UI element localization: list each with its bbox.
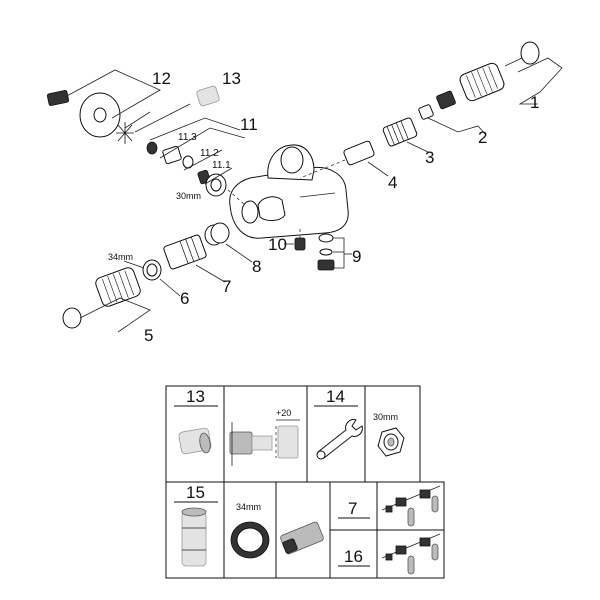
callout-3: 3: [425, 148, 434, 167]
part-5-handle: [62, 267, 151, 333]
table-coupler-icon: [181, 507, 207, 567]
callout-10: 10: [268, 235, 287, 254]
callout-13: 13: [222, 69, 241, 88]
accessory-table: 13 14 +20 30mm 15 34mm 7 16: [165, 385, 445, 579]
table-ring-size: 34mm: [236, 502, 261, 512]
callout-1: 1: [530, 93, 539, 112]
callout-8: 8: [252, 257, 261, 276]
table-label-16: 16: [344, 547, 363, 566]
callout-7: 7: [222, 277, 231, 296]
part-9-set: [317, 233, 352, 271]
callout-5: 5: [144, 326, 153, 345]
table-thermostat-icon-16: [381, 533, 441, 575]
callout-11-1: 11.1: [212, 160, 231, 171]
callout-11-3: 11.3: [178, 132, 197, 143]
callout-11-2: 11.2: [200, 148, 219, 159]
table-label-15: 15: [186, 483, 205, 502]
table-sleeve-icon: [178, 427, 212, 455]
part-1-handle: [459, 41, 563, 105]
part-12-knob: [46, 69, 161, 144]
part-13-sleeve: [134, 85, 220, 133]
table-label-13: 13: [186, 387, 205, 406]
size-30mm: 30mm: [176, 191, 201, 201]
table-wrench-icon: [316, 419, 363, 460]
callout-9: 9: [352, 247, 361, 266]
callout-12: 12: [152, 69, 171, 88]
size-34mm: 34mm: [108, 252, 133, 262]
table-thermostat-icon-7: [381, 485, 441, 527]
callout-4: 4: [388, 173, 397, 192]
table-extension-icon: [229, 419, 300, 466]
part-11-set: [146, 117, 246, 206]
part-6-ring: [123, 259, 181, 297]
part-10-plug: [284, 228, 306, 251]
table-nut-size: 30mm: [373, 412, 398, 422]
callout-11: 11: [240, 115, 258, 134]
table-cartridge-icon: [280, 521, 324, 555]
part-8-nut: [204, 222, 253, 263]
part-3-cartridge: [382, 117, 429, 153]
callout-2: 2: [478, 128, 487, 147]
table-label-7: 7: [348, 499, 357, 518]
table-ring-icon: [230, 521, 270, 559]
table-nut-icon: [377, 427, 405, 457]
part-2-ring: [418, 90, 487, 136]
table-extension-label: +20: [276, 408, 291, 418]
callout-6: 6: [180, 289, 189, 308]
part-7-cartridge: [163, 234, 226, 283]
mixer-body: [229, 144, 349, 239]
part-4-adapter: [299, 140, 389, 179]
table-label-14: 14: [326, 387, 345, 406]
